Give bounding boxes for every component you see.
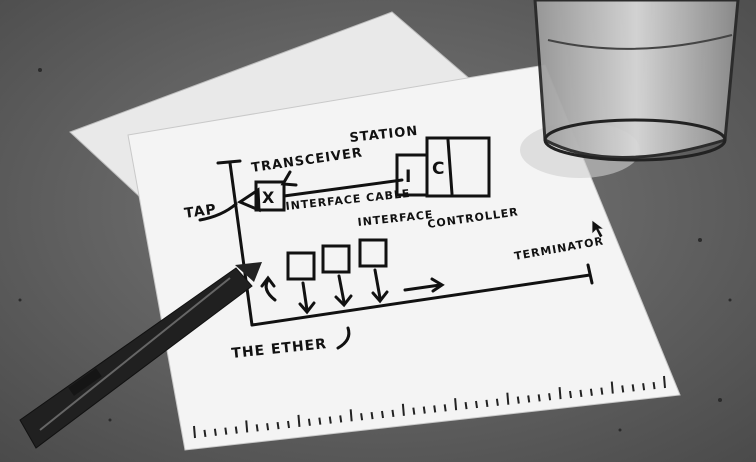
ruler-tick (298, 415, 299, 427)
ruler-tick (612, 382, 613, 394)
label-c-box: C (432, 159, 445, 179)
ruler-tick (539, 394, 540, 401)
ruler-tick (267, 423, 268, 430)
ruler-tick (643, 383, 644, 390)
ruler-tick (476, 401, 477, 408)
ruler-tick (288, 421, 289, 428)
ruler-tick (194, 426, 195, 438)
ruler-tick (601, 388, 602, 395)
ruler-tick (392, 410, 393, 417)
ruler-tick (633, 384, 634, 391)
ruler-tick (403, 404, 404, 416)
ruler-tick (330, 417, 331, 424)
ruler-tick (580, 390, 581, 397)
ruler-tick (549, 393, 550, 400)
ruler-tick (654, 382, 655, 389)
ruler-tick (560, 387, 561, 399)
ruler-tick (204, 430, 205, 437)
ruler-tick (372, 412, 373, 419)
ruler-tick (455, 398, 456, 410)
ruler-tick (340, 415, 341, 422)
ruler-tick (445, 404, 446, 411)
ruler-tick (507, 393, 508, 405)
ruler-tick (424, 407, 425, 414)
ruler-tick (246, 420, 247, 432)
ruler-tick (528, 395, 529, 402)
ruler-tick (257, 424, 258, 431)
ruler-tick (570, 391, 571, 398)
ruler-tick (351, 409, 352, 421)
ruler-tick (486, 400, 487, 407)
label-i-box: I (405, 167, 412, 187)
ruler-tick (622, 385, 623, 392)
ruler-tick (278, 422, 279, 429)
ruler-tick (361, 413, 362, 420)
ruler-tick (382, 411, 383, 418)
ruler-tick (236, 427, 237, 434)
ruler-tick (434, 405, 435, 412)
ruler-tick (591, 389, 592, 396)
label-x-box: X (262, 188, 275, 207)
ruler-tick (309, 419, 310, 426)
ruler-tick (466, 402, 467, 409)
ruler-tick (664, 376, 665, 388)
ruler-tick (319, 418, 320, 425)
ruler-tick (518, 397, 519, 404)
ruler-tick (215, 429, 216, 436)
ruler-tick (413, 408, 414, 415)
ruler-tick (497, 399, 498, 406)
ruler-tick (225, 428, 226, 435)
drinking-glass (535, 0, 738, 160)
